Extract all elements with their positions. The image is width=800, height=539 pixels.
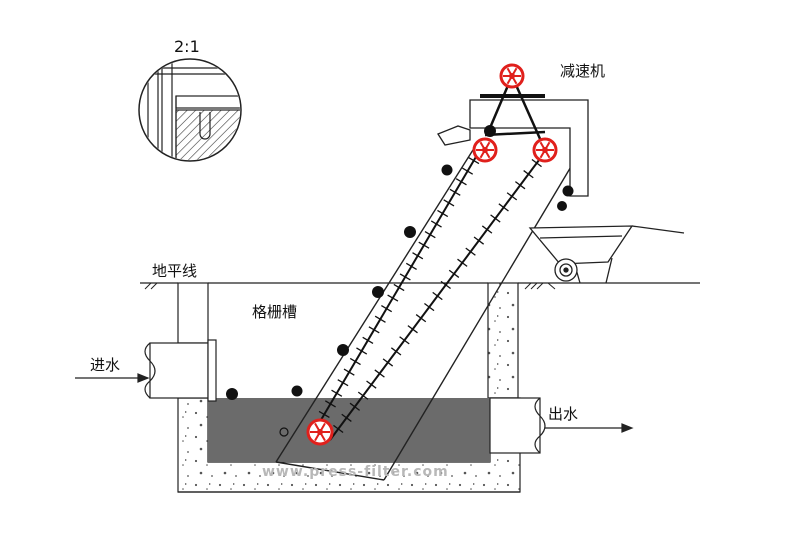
chain-tooth [387, 294, 399, 302]
chain-tooth [440, 280, 451, 290]
chain-tooth [357, 391, 369, 400]
chain-tooth [349, 402, 361, 411]
chain-tooth [462, 167, 474, 175]
chain-tooth [455, 178, 467, 186]
watermark: www.press-filter.com [262, 464, 449, 480]
chain-tooth [481, 225, 493, 234]
drive-sprocket-top [499, 63, 525, 89]
chain-tooth [523, 170, 534, 179]
chain-tooth [374, 369, 385, 378]
chain-tooth [349, 357, 361, 366]
chain-tooth [399, 273, 411, 281]
sprocket-upper-left [472, 137, 498, 163]
chain-tooth [437, 209, 449, 218]
chain-tooth [362, 336, 374, 344]
debris [226, 125, 574, 437]
chain-tooth [356, 347, 368, 355]
chain-tooth [341, 413, 352, 422]
chain-tooth [333, 424, 344, 434]
chain-tooth [324, 400, 336, 408]
chain-tooth [337, 379, 349, 387]
chain-tooth [415, 314, 427, 323]
chain-tooth [514, 181, 526, 190]
water-body [208, 398, 490, 462]
chain-tooth [382, 358, 394, 367]
chain-tooth [473, 236, 485, 245]
screen-channel-label: 格栅槽 [252, 303, 298, 321]
chain-tooth [424, 231, 436, 239]
chain-tooth [432, 291, 443, 301]
chain-tooth [448, 269, 460, 278]
outlet-pipe [489, 397, 634, 454]
chain-tooth [430, 220, 442, 228]
chain-tooth [343, 368, 355, 376]
chain-tooth [424, 302, 435, 312]
scale-label: 2:1 [174, 37, 200, 56]
chain-tooth [405, 262, 417, 270]
chain-tooth [331, 389, 343, 397]
chain-tooth [399, 336, 410, 345]
sprocket-bottom [306, 418, 334, 446]
chain-tooth [490, 214, 501, 223]
chain-tooth [443, 199, 455, 207]
sprocket-upper-right [532, 137, 558, 163]
water-inlet-label: 进水 [90, 356, 121, 374]
chain-tooth [449, 188, 461, 196]
chain-tooth [390, 347, 402, 356]
wheelbarrow [528, 225, 685, 284]
chain-tooth [531, 158, 542, 168]
chain-tooth [506, 192, 518, 201]
screen-frame [275, 141, 573, 481]
reducer-housing [437, 75, 589, 197]
chain-tooth [418, 241, 430, 249]
chain-tooth [366, 380, 377, 389]
ground-line [140, 282, 700, 290]
sprockets [306, 63, 558, 446]
chain-tooth [407, 325, 418, 334]
water-outlet-label: 出水 [548, 405, 579, 423]
chain-tooth [368, 326, 380, 334]
ground-level-label: 地平线 [152, 262, 198, 280]
chain-tooth [465, 247, 476, 256]
chain-tooth [457, 258, 468, 267]
chain-tooth [412, 252, 424, 260]
chain-tooth [318, 410, 330, 419]
inlet-pipe [75, 339, 217, 402]
rake-teeth [318, 156, 542, 434]
chain-tooth [468, 156, 480, 165]
chain-tooth [374, 315, 386, 323]
chain-tooth [498, 203, 509, 212]
chain-tooth [393, 283, 405, 292]
detail-inset [138, 58, 242, 162]
reducer-label: 减速机 [560, 62, 606, 80]
concrete-channel [177, 282, 521, 493]
chain-tooth [381, 305, 393, 313]
